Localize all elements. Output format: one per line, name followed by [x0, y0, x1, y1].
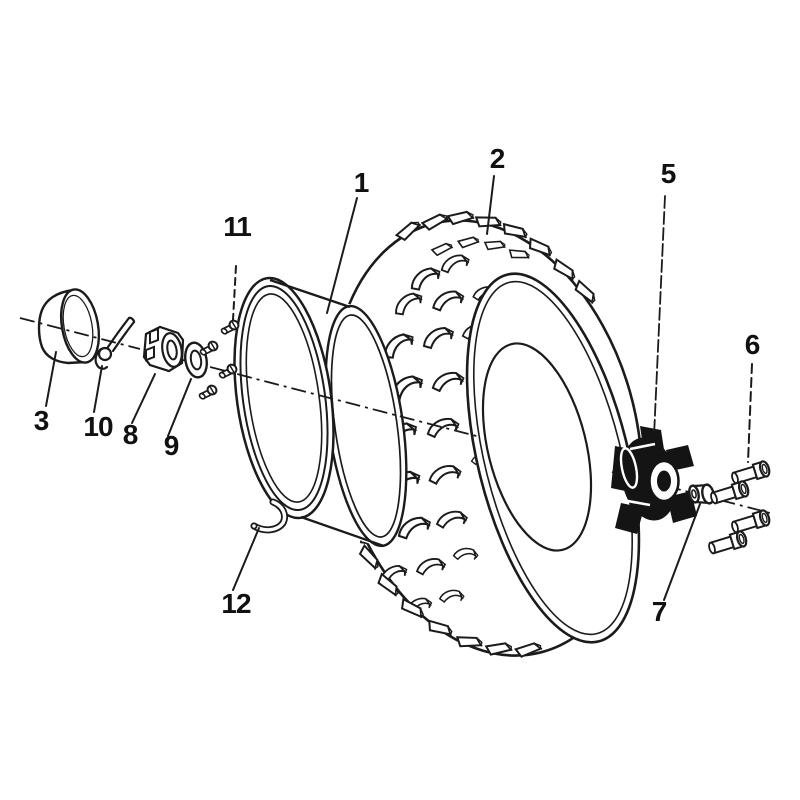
callout-label-5: 5: [660, 158, 677, 189]
part-cotter-pin: [94, 316, 136, 370]
part-rim: [233, 276, 408, 548]
callout-label-6: 6: [744, 329, 761, 360]
leader-5: [653, 195, 666, 437]
callout-label-9: 9: [163, 430, 180, 461]
callout-label-3: 3: [33, 405, 50, 436]
callout-label-12: 12: [221, 588, 251, 619]
part-wheel-bolts: [706, 459, 773, 558]
leader-11: [232, 265, 237, 321]
leader-8: [131, 373, 156, 424]
leader-1: [326, 197, 358, 314]
callout-label-2: 2: [489, 143, 506, 174]
leader-12: [232, 527, 260, 591]
callout-label-10: 10: [83, 411, 113, 442]
callout-label-7: 7: [651, 596, 668, 627]
part-washer: [184, 341, 208, 379]
leader-2: [486, 175, 495, 235]
centerline: [19, 317, 771, 514]
leader-9: [167, 378, 192, 437]
part-hub: [611, 426, 697, 534]
leader-3: [45, 351, 57, 407]
tire-bead-hole: [481, 342, 593, 552]
part-castle-nut: [142, 325, 185, 373]
part-hub-cap: [37, 288, 101, 365]
rim-barrel-bottom-edge: [300, 515, 385, 548]
leader-7: [663, 503, 701, 601]
rim-barrel-top-edge: [269, 278, 351, 309]
leader-10: [93, 365, 103, 413]
callout-label-11: 11: [223, 211, 252, 242]
part-valve-stem: [250, 498, 289, 534]
leader-6: [747, 363, 753, 463]
callout-label-1: 1: [353, 167, 370, 198]
part-tire: [330, 210, 644, 659]
callout-label-8: 8: [122, 419, 139, 450]
leader-lines: [45, 175, 753, 601]
